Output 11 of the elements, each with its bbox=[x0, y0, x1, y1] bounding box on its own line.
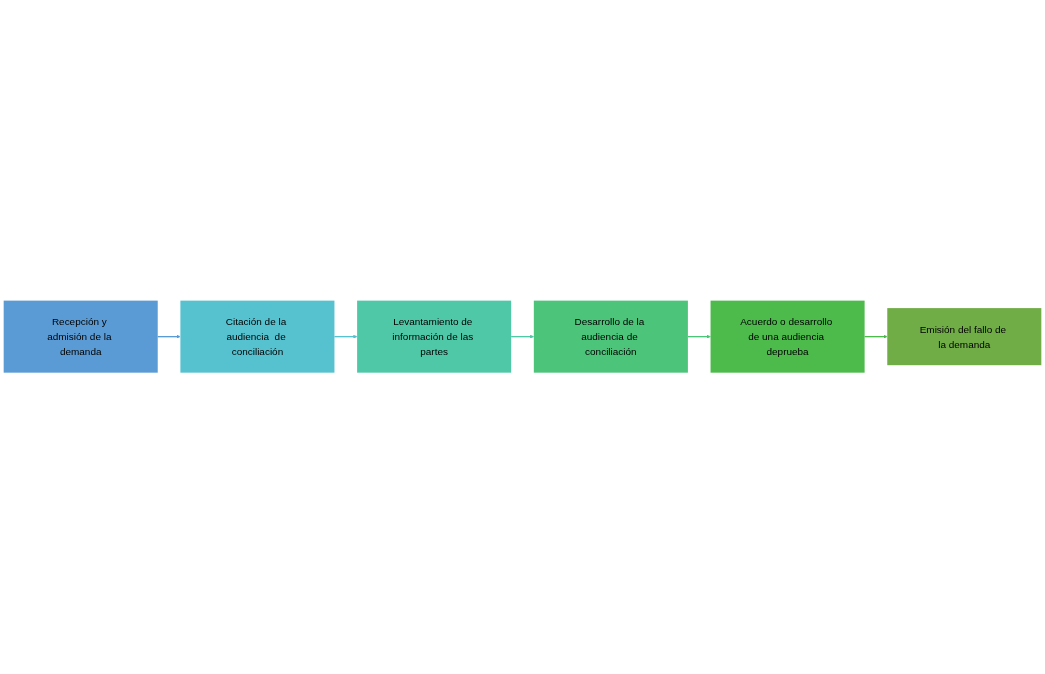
node-box: Levantamiento de información de las partes bbox=[357, 300, 512, 373]
arrow bbox=[863, 335, 888, 339]
arrow bbox=[157, 335, 181, 339]
arrow bbox=[510, 335, 534, 339]
arrow bbox=[687, 335, 711, 339]
node-box: Recepción y admisión de la demanda bbox=[3, 300, 158, 373]
node-box: Emisión del fallo de la demanda bbox=[887, 308, 1042, 366]
node-box: Desarrollo de la audiencia de conciliación bbox=[533, 300, 688, 373]
arrow bbox=[333, 335, 358, 339]
node-box: Acuerdo o desarrollo de una audiencia deprueba bbox=[710, 300, 865, 373]
node-box: Citación de la audiencia de conciliación bbox=[180, 300, 335, 373]
